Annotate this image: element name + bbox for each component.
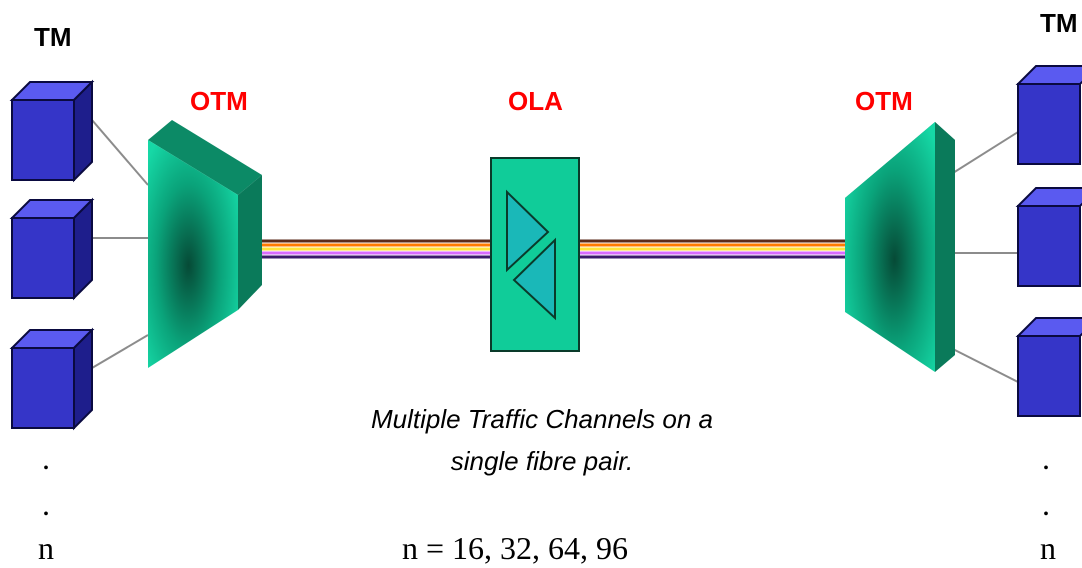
tm-right-label: TM	[1040, 8, 1078, 38]
otm-left-label: OTM	[190, 86, 248, 116]
channel-count-equation: n = 16, 32, 64, 96	[402, 530, 629, 566]
ellipsis-dot-left-1: .	[42, 440, 50, 476]
tm-right-1-icon	[1015, 65, 1082, 165]
tm-left-1-icon	[9, 79, 95, 183]
otm-right-label: OTM	[855, 86, 913, 116]
fibre-pair	[258, 239, 848, 259]
ellipsis-dot-left-2: .	[42, 486, 50, 522]
caption: Multiple Traffic Channels on a single fi…	[262, 398, 822, 482]
caption-line-1: Multiple Traffic Channels on a	[370, 404, 713, 434]
otm-left-multiplexer-icon	[148, 120, 262, 368]
ola-label: OLA	[508, 86, 563, 116]
caption-line-2: single fibre pair.	[450, 446, 634, 476]
tm-left-3-icon	[9, 327, 95, 431]
otm-right-multiplexer-icon	[845, 122, 955, 372]
tm-left-2-icon	[9, 197, 95, 301]
tm-right-2-icon	[1015, 187, 1082, 287]
ellipsis-dot-right-1: .	[1042, 440, 1050, 476]
ellipsis-dot-right-2: .	[1042, 486, 1050, 522]
n-left-label: n	[38, 530, 54, 566]
tm-right-3-icon	[1015, 317, 1082, 417]
left-connections	[91, 119, 149, 369]
tm-left-label: TM	[34, 22, 72, 52]
n-right-label: n	[1040, 530, 1056, 566]
right-connections	[944, 131, 1019, 383]
ola-amplifier-icon	[490, 157, 580, 352]
